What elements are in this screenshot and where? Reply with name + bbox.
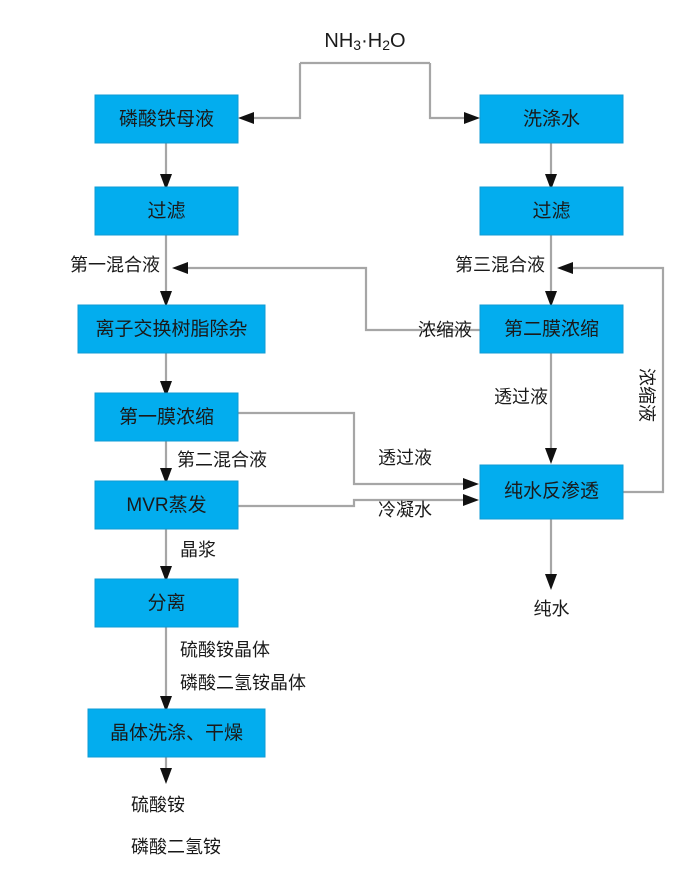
formula-nh: NH [324, 30, 353, 52]
connector-reagent-to-right [428, 63, 466, 120]
connector-permeate-to-ro [238, 411, 465, 486]
formula-h-sub: 2 [382, 37, 390, 53]
edge-label-first-mixed-liquor: 第一混合液 [70, 255, 160, 275]
arrowhead-reagent-left [238, 112, 254, 124]
arrowhead-products [160, 768, 172, 784]
edge-label-third-mixed-liquor: 第三混合液 [455, 255, 545, 275]
formula-h: H [368, 30, 382, 52]
arrowhead-filter-right [545, 174, 557, 190]
arrowhead-crystalwash [160, 696, 172, 712]
formula-nh-sub: 3 [353, 37, 361, 53]
node-box [479, 94, 624, 144]
node-label: 过滤 [532, 200, 570, 222]
connector-reagent-to-left [252, 63, 302, 120]
connector-condensate-to-ro [238, 498, 465, 508]
node-box [77, 304, 266, 354]
node-label: 磷酸铁母液 [119, 108, 214, 130]
edge-label-concentrate-right: 浓缩液 [636, 368, 656, 422]
output-pure-water: 纯水 [534, 599, 570, 619]
node-label: 离子交换树脂除杂 [95, 318, 247, 340]
reagent-formula-label: NH3·H2O [324, 30, 405, 52]
node-fe-phosphate-mother-liquor[interactable]: 磷酸铁母液 [94, 94, 239, 144]
node-second-membrane[interactable]: 第二膜浓缩 [479, 304, 624, 354]
arrowhead-filter-left [160, 174, 172, 190]
arrowhead-ionexchange [160, 291, 172, 307]
node-separation[interactable]: 分离 [94, 578, 239, 628]
node-label: 分离 [147, 592, 185, 614]
arrowhead-condensate-ro [463, 494, 479, 506]
formula-o: O [390, 30, 406, 52]
edge-label-permeate-top: 透过液 [494, 387, 548, 407]
arrowhead-purewater [545, 574, 557, 590]
output-ammonium-sulfate: 硫酸铵 [131, 795, 185, 815]
node-box [94, 480, 239, 530]
edge-label-second-mixed-liquor: 第二混合液 [177, 450, 267, 470]
arrowhead-ro-top [545, 448, 557, 464]
node-label: MVR蒸发 [126, 494, 206, 516]
node-box [94, 578, 239, 628]
node-label: 纯水反渗透 [504, 480, 599, 502]
output-map: 磷酸二氢铵 [131, 837, 221, 857]
formula-dot: · [361, 30, 368, 52]
node-label: 第一膜浓缩 [119, 406, 214, 428]
node-first-membrane[interactable]: 第一膜浓缩 [94, 392, 239, 442]
edge-label-concentrate-left: 浓缩液 [418, 320, 472, 340]
arrowhead-permeate-ro [463, 478, 479, 490]
node-crystal-wash-dry[interactable]: 晶体洗涤、干燥 [87, 708, 266, 758]
node-box [479, 304, 624, 354]
node-filter-left[interactable]: 过滤 [94, 186, 239, 236]
edge-label-map-crystal: 磷酸二氢铵晶体 [180, 673, 306, 693]
node-ion-exchange-resin[interactable]: 离子交换树脂除杂 [77, 304, 266, 354]
node-box [94, 186, 239, 236]
arrowhead-separation [160, 566, 172, 582]
edge-label-crystal-slurry: 晶浆 [180, 540, 216, 560]
edge-label-ammonium-sulfate-crystal: 硫酸铵晶体 [180, 640, 270, 660]
node-label: 晶体洗涤、干燥 [110, 722, 243, 744]
edge-label-permeate-mid: 透过液 [378, 448, 432, 468]
node-box [94, 94, 239, 144]
node-box [94, 392, 239, 442]
arrowhead-reagent-right [464, 112, 480, 124]
node-filter-right[interactable]: 过滤 [479, 186, 624, 236]
node-wash-water[interactable]: 洗涤水 [479, 94, 624, 144]
node-box [479, 464, 624, 520]
connector-concentrate-to-first-mixed [186, 266, 480, 332]
node-mvr-evaporation[interactable]: MVR蒸发 [94, 480, 239, 530]
arrowhead-mvr [160, 468, 172, 484]
node-label: 第二膜浓缩 [504, 318, 599, 340]
arrowhead-secondmembrane [545, 291, 557, 307]
node-box [479, 186, 624, 236]
connector-ro-concentrate-recycle [571, 266, 665, 494]
node-pure-water-ro[interactable]: 纯水反渗透 [479, 464, 624, 520]
arrowhead-first-mixed [172, 262, 188, 274]
arrowhead-firstmembrane [160, 381, 172, 397]
node-box [87, 708, 266, 758]
svg-text:NH3·H2O: NH3·H2O [324, 30, 405, 52]
edge-label-condensate: 冷凝水 [378, 500, 432, 520]
arrowhead-third-mixed [557, 262, 573, 274]
node-label: 洗涤水 [523, 108, 580, 130]
node-label: 过滤 [147, 200, 185, 222]
